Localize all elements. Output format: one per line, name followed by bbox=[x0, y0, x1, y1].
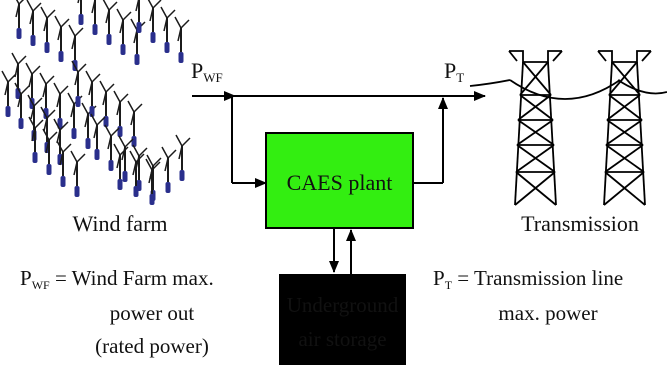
svg-text:PT = Transmission line: PT = Transmission line bbox=[433, 266, 623, 292]
wind-turbine-icon bbox=[12, 0, 28, 40]
wind-turbine-icon bbox=[88, 0, 104, 36]
wind-farm-icon bbox=[1, 0, 191, 206]
svg-text:power out: power out bbox=[110, 301, 195, 325]
wind-turbine-icon bbox=[40, 6, 56, 54]
wind-turbine-icon bbox=[85, 70, 101, 118]
transmission-tower-right bbox=[597, 50, 652, 206]
wind-turbine-icon bbox=[26, 0, 42, 47]
svg-text:PWF = Wind Farm max.: PWF = Wind Farm max. bbox=[20, 266, 214, 292]
wind-farm-label: Wind farm bbox=[72, 211, 167, 236]
p-t-flow-label: PT bbox=[444, 58, 464, 85]
wind-turbine-icon bbox=[116, 8, 132, 56]
transmission-label: Transmission bbox=[521, 211, 639, 236]
underground-storage-box: Underground air storage bbox=[279, 274, 406, 365]
wind-turbine-icon bbox=[90, 113, 106, 161]
p-wf-flow-label: PWF bbox=[191, 58, 223, 85]
wind-turbine-icon bbox=[160, 6, 176, 54]
wind-turbine-icon bbox=[28, 116, 44, 164]
wind-turbine-icon bbox=[127, 100, 143, 148]
wind-turbine-icon bbox=[161, 146, 177, 194]
power-flow-lines bbox=[192, 91, 486, 274]
wind-turbine-icon bbox=[118, 135, 134, 183]
p-wf-definition: PWF = Wind Farm max. power out (rated po… bbox=[20, 266, 214, 358]
wind-turbine-icon bbox=[54, 15, 70, 63]
wind-turbine-icon bbox=[129, 150, 145, 198]
caes-plant-label: CAES plant bbox=[287, 170, 393, 195]
storage-label-line1: Underground bbox=[287, 293, 399, 317]
wind-turbine-icon bbox=[102, 0, 118, 46]
transmission-tower-icon bbox=[469, 50, 667, 206]
transmission-tower-left bbox=[508, 50, 563, 206]
storage-label-line2: air storage bbox=[298, 327, 386, 351]
p-t-definition: PT = Transmission line max. power bbox=[433, 266, 623, 325]
wind-turbine-icon bbox=[74, 0, 90, 26]
wind-turbine-icon bbox=[68, 24, 84, 72]
svg-text:max. power: max. power bbox=[498, 301, 597, 325]
wind-turbine-icon bbox=[175, 134, 191, 182]
wind-turbine-icon bbox=[1, 70, 17, 118]
wind-turbine-icon bbox=[174, 16, 190, 64]
wind-turbine-icon bbox=[146, 0, 162, 44]
wind-turbine-icon bbox=[146, 154, 162, 202]
wind-turbine-icon bbox=[70, 150, 86, 198]
caes-plant-box: CAES plant bbox=[265, 132, 414, 229]
svg-text:(rated power): (rated power) bbox=[95, 334, 209, 358]
